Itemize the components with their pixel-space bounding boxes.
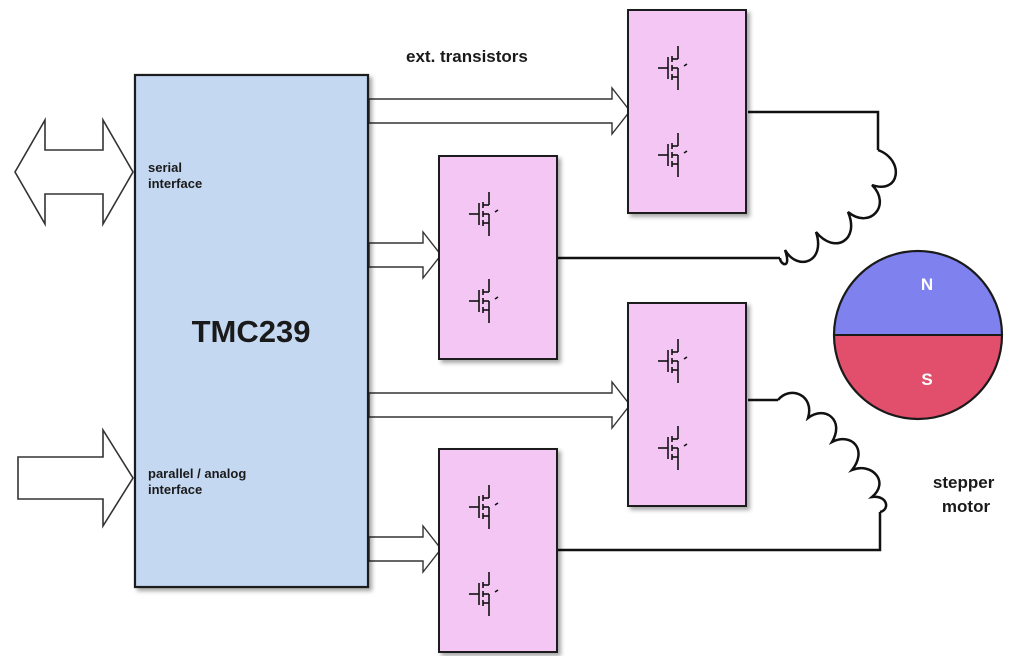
south-pole [834,335,1002,419]
serial-interface-arrow[interactable] [14,117,134,227]
controller-title: TMC239 [192,314,311,349]
driver-block-1 [627,9,747,214]
motor-coil-a [778,148,897,266]
wire-upper-coil-top [748,110,880,150]
output-arrow-4 [368,523,442,575]
south-pole-label: S [921,370,932,389]
output-arrow-3 [368,379,631,431]
driver-block-4 [438,448,558,653]
motor-rotor [832,249,1004,421]
driver-block-2 [438,155,558,360]
output-arrow-1 [368,85,631,137]
north-pole-label: N [921,275,933,294]
output-arrow-2 [368,229,442,281]
serial-interface-label: serial interface [148,160,202,191]
parallel-interface-label: parallel / analog interface [148,466,250,497]
north-pole [834,251,1002,335]
tmc239-block [133,73,370,589]
driver-block-3 [627,302,747,507]
parallel-interface-arrow[interactable] [17,427,134,529]
stepper-motor-label: stepper motor [933,473,999,516]
wire-lower-coil-bottom [553,512,882,552]
transistors-label: ext. transistors [406,47,528,66]
motor-coil-b [777,391,888,514]
winding-wires [553,110,882,552]
